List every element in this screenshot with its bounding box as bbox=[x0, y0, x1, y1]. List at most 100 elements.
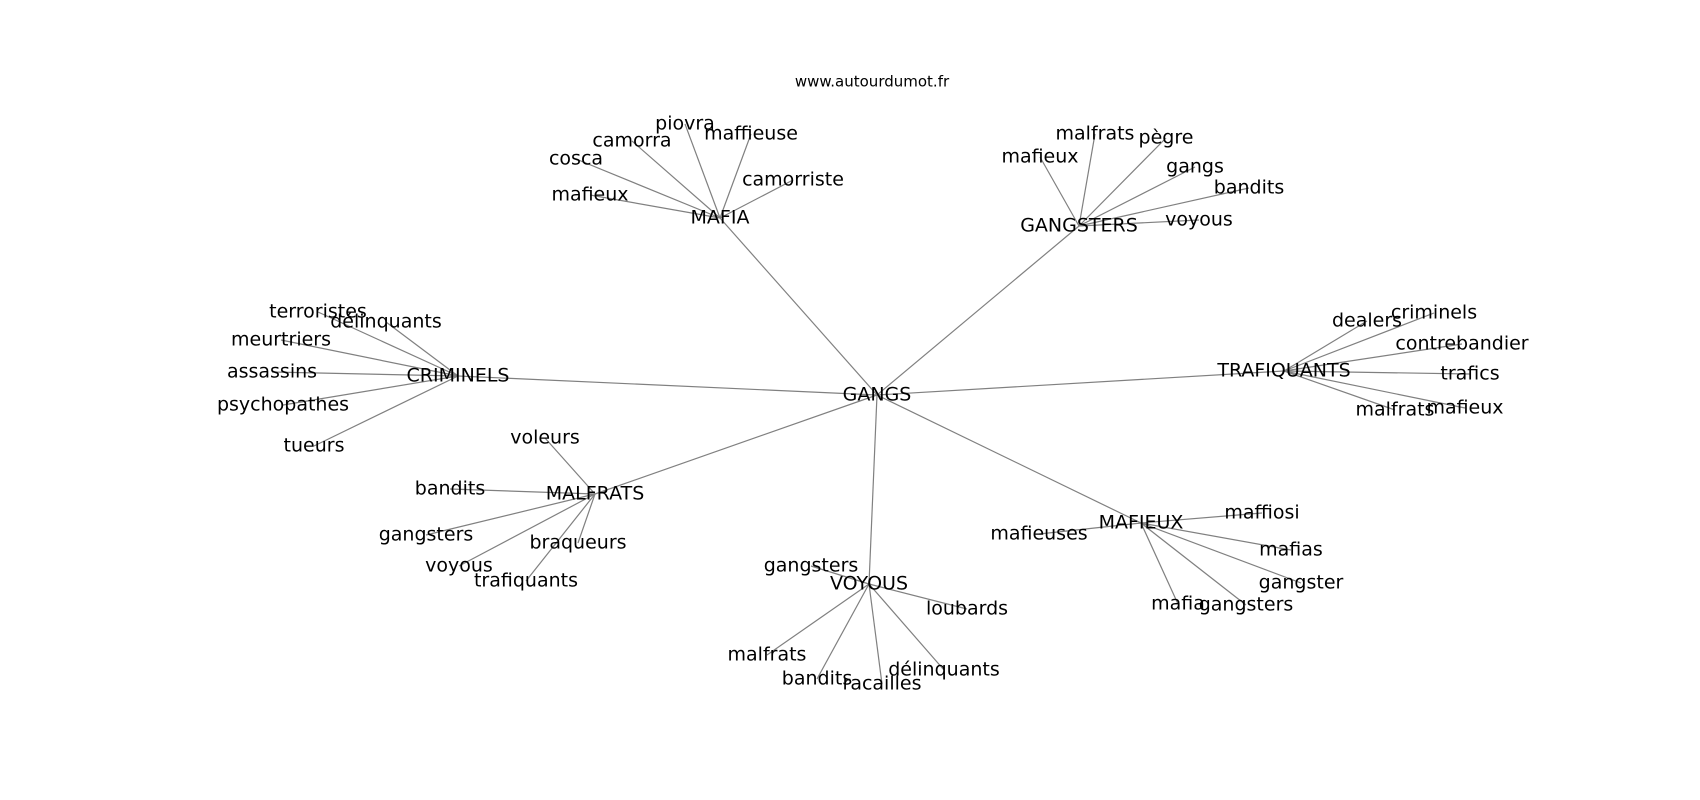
edge-malfrats-voleurs bbox=[544, 437, 596, 495]
edge-malfrats-trafiquants bbox=[525, 493, 596, 582]
hub-node-voyous: VOYOUS bbox=[830, 573, 908, 595]
leaf-node-malfrats-bandits: bandits bbox=[415, 478, 485, 500]
leaf-node-trafiquants-trafics: trafics bbox=[1440, 363, 1499, 385]
edge-gangs-trafiquants bbox=[876, 370, 1285, 396]
leaf-node-gangsters-gangs: gangs bbox=[1166, 156, 1224, 178]
leaf-node-mafieux-mafieuses: mafieuses bbox=[990, 523, 1087, 545]
edge-gangs-malfrats bbox=[594, 394, 878, 495]
edge-trafiquants-criminels bbox=[1283, 312, 1435, 372]
edge-gangs-voyous bbox=[868, 394, 878, 585]
hub-node-trafiquants: TRAFIQUANTS bbox=[1216, 360, 1350, 382]
edge-criminels-terroristes bbox=[317, 311, 459, 377]
edge-mafia-camorra bbox=[631, 140, 721, 219]
leaf-node-mafia-maffieuse: maffieuse bbox=[704, 123, 798, 145]
edge-gangsters-voyous bbox=[1078, 219, 1200, 227]
leaf-node-mafia-camorriste: camorriste bbox=[742, 169, 844, 191]
leaf-node-gangsters-mafieux: mafieux bbox=[1001, 146, 1078, 168]
edge-mafieux-mafias bbox=[1140, 522, 1292, 551]
leaf-node-trafiquants-criminels: criminels bbox=[1391, 302, 1477, 324]
edge-criminels-tueurs bbox=[313, 375, 459, 447]
leaf-node-malfrats-braqueurs: braqueurs bbox=[529, 532, 626, 554]
hub-node-criminels: CRIMINELS bbox=[407, 365, 510, 387]
edge-gangs-gangsters bbox=[876, 225, 1080, 396]
edge-voyous-bandits bbox=[816, 583, 870, 680]
edge-gangsters-bandits bbox=[1078, 187, 1250, 227]
edge-mafia-piovra bbox=[684, 123, 721, 219]
leaf-node-gangsters-voyous: voyous bbox=[1165, 209, 1233, 231]
leaf-node-criminels-delinquants: délinquants bbox=[330, 311, 442, 333]
leaf-node-mafia-camorra: camorra bbox=[592, 130, 671, 152]
center-node-gangs: GANGS bbox=[843, 384, 912, 406]
leaf-node-mafieux-maffiosi: maffiosi bbox=[1224, 502, 1299, 524]
edge-trafiquants-mafieux bbox=[1283, 370, 1466, 409]
leaf-node-gangsters-bandits: bandits bbox=[1214, 177, 1284, 199]
edge-criminels-delinquants bbox=[385, 321, 459, 377]
edge-mafieux-gangsters bbox=[1140, 522, 1247, 606]
leaf-node-mafieux-mafias: mafias bbox=[1259, 539, 1323, 561]
edge-mafieux-maffiosi bbox=[1140, 512, 1263, 524]
edge-gangs-mafieux bbox=[876, 394, 1142, 524]
leaf-node-criminels-assassins: assassins bbox=[227, 361, 317, 383]
edge-criminels-meurtriers bbox=[280, 339, 459, 377]
leaf-node-criminels-meurtriers: meurtriers bbox=[231, 329, 331, 351]
leaf-node-criminels-tueurs: tueurs bbox=[284, 435, 345, 457]
edge-mafia-mafieux bbox=[589, 194, 721, 219]
leaf-node-mafia-mafieux: mafieux bbox=[551, 184, 628, 206]
edge-mafieux-gangster bbox=[1140, 522, 1302, 584]
edge-gangs-mafia bbox=[719, 217, 878, 396]
edge-voyous-delinquants bbox=[868, 583, 945, 671]
leaf-node-criminels-terroristes: terroristes bbox=[269, 301, 367, 323]
edge-mafia-maffieuse bbox=[719, 133, 752, 219]
edge-criminels-psychopathes bbox=[282, 375, 459, 406]
leaf-node-voyous-racailles: racailles bbox=[843, 673, 922, 695]
source-watermark: www.autourdumot.fr bbox=[795, 73, 950, 91]
leaf-node-voyous-loubards: loubards bbox=[926, 598, 1008, 620]
edge-malfrats-voyous bbox=[458, 493, 596, 567]
edge-trafiquants-dealers bbox=[1283, 320, 1368, 372]
hub-node-gangsters: GANGSTERS bbox=[1020, 215, 1138, 237]
leaf-node-voyous-malfrats: malfrats bbox=[728, 644, 807, 666]
leaf-node-voyous-gangsters: gangsters bbox=[764, 555, 859, 577]
edge-malfrats-gangsters bbox=[425, 493, 596, 536]
leaf-node-malfrats-trafiquants: trafiquants bbox=[474, 570, 578, 592]
hub-node-malfrats: MALFRATS bbox=[546, 483, 645, 505]
edge-malfrats-bandits bbox=[449, 488, 596, 495]
leaf-node-voyous-delinquants: délinquants bbox=[888, 659, 1000, 681]
leaf-node-gangsters-malfrats: malfrats bbox=[1056, 123, 1135, 145]
edges-layer bbox=[271, 123, 1471, 685]
leaf-node-malfrats-voleurs: voleurs bbox=[510, 427, 580, 449]
leaf-node-mafieux-gangster: gangster bbox=[1259, 572, 1344, 594]
edge-mafieux-mafieuses bbox=[1038, 522, 1142, 535]
leaf-node-mafia-cosca: cosca bbox=[549, 148, 603, 170]
edge-voyous-loubards bbox=[868, 583, 968, 610]
leaf-node-trafiquants-malfrats: malfrats bbox=[1356, 399, 1435, 421]
leaf-node-trafiquants-dealers: dealers bbox=[1332, 310, 1402, 332]
leaf-node-malfrats-voyous: voyous bbox=[425, 555, 493, 577]
leaf-node-mafia-piovra: piovra bbox=[655, 113, 715, 135]
hub-node-mafia: MAFIA bbox=[691, 207, 750, 229]
edge-malfrats-braqueurs bbox=[577, 493, 596, 544]
edge-trafiquants-contrebandier bbox=[1283, 343, 1463, 372]
edge-gangsters-mafieux bbox=[1039, 156, 1080, 227]
leaf-node-gangsters-pegre: pègre bbox=[1139, 127, 1194, 149]
edge-mafieux-mafia bbox=[1140, 522, 1179, 605]
edge-gangs-criminels bbox=[457, 375, 878, 396]
hub-node-mafieux: MAFIEUX bbox=[1099, 512, 1184, 534]
edge-voyous-malfrats bbox=[766, 583, 870, 656]
edge-trafiquants-trafics bbox=[1283, 370, 1471, 375]
leaf-node-trafiquants-contrebandier: contrebandier bbox=[1395, 333, 1528, 355]
edge-gangsters-malfrats bbox=[1078, 133, 1096, 227]
edge-mafia-cosca bbox=[575, 158, 721, 219]
leaf-node-mafieux-gangsters: gangsters bbox=[1199, 594, 1294, 616]
edge-gangsters-pegre bbox=[1078, 137, 1167, 227]
edge-voyous-gangsters bbox=[810, 565, 870, 585]
leaf-node-criminels-psychopathes: psychopathes bbox=[217, 394, 349, 416]
edge-trafiquants-malfrats bbox=[1283, 370, 1396, 411]
leaf-node-malfrats-gangsters: gangsters bbox=[379, 524, 474, 546]
edge-voyous-racailles bbox=[868, 583, 883, 685]
leaf-node-trafiquants-mafieux: mafieux bbox=[1426, 397, 1503, 419]
edge-criminels-assassins bbox=[271, 371, 459, 377]
edge-mafia-camorriste bbox=[719, 179, 794, 219]
